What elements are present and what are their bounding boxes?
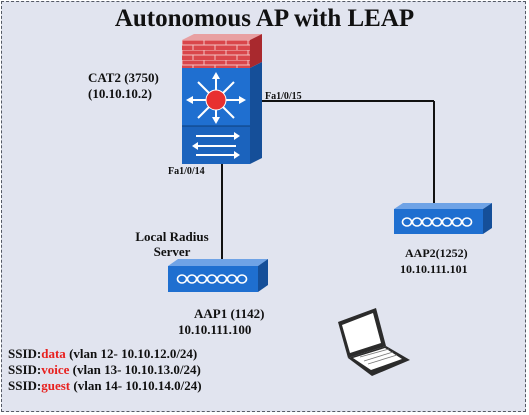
ssid-prefix: SSID: — [8, 362, 42, 377]
ssid-detail: (vlan 14- 10.10.14.0/24) — [70, 378, 202, 393]
port-label-fa1-0-14: Fa1/0/14 — [168, 166, 205, 177]
firewall-icon — [182, 34, 262, 68]
aap2-ip-label: 10.10.111.101 — [400, 262, 468, 276]
ssid-line-guest: SSID:guest (vlan 14- 10.10.14.0/24) — [8, 378, 202, 394]
ssid-prefix: SSID: — [8, 378, 42, 393]
ssid-name: data — [41, 346, 66, 361]
ssid-prefix: SSID: — [8, 346, 42, 361]
access-point-icon — [168, 259, 268, 292]
ssid-name: voice — [41, 362, 70, 377]
switch-name-label: CAT2 (3750) — [88, 70, 159, 85]
port-label-fa1-0-15: Fa1/0/15 — [265, 91, 302, 102]
ssid-detail: (vlan 13- 10.10.13.0/24) — [69, 362, 201, 377]
radius-label-line2: Server — [153, 244, 191, 259]
switch-ip-label: (10.10.10.2) — [88, 86, 152, 101]
aap1-name-label: AAP1 (1142) — [194, 306, 265, 321]
radius-label-line1: Local Radius — [135, 229, 209, 244]
diagram-title: Autonomous AP with LEAP — [114, 5, 415, 32]
ssid-line-data: SSID:data (vlan 12- 10.10.12.0/24) — [8, 346, 197, 362]
ssid-line-voice: SSID:voice (vlan 13- 10.10.13.0/24) — [8, 362, 201, 378]
laptop-icon — [338, 308, 410, 376]
ssid-name: guest — [41, 378, 71, 393]
multilayer-switch-icon — [182, 62, 262, 164]
aap1-ip-label: 10.10.111.100 — [178, 322, 252, 337]
ssid-detail: (vlan 12- 10.10.12.0/24) — [65, 346, 198, 361]
aap2-name-label: AAP2(1252) — [405, 246, 468, 260]
access-point-icon — [394, 203, 492, 234]
